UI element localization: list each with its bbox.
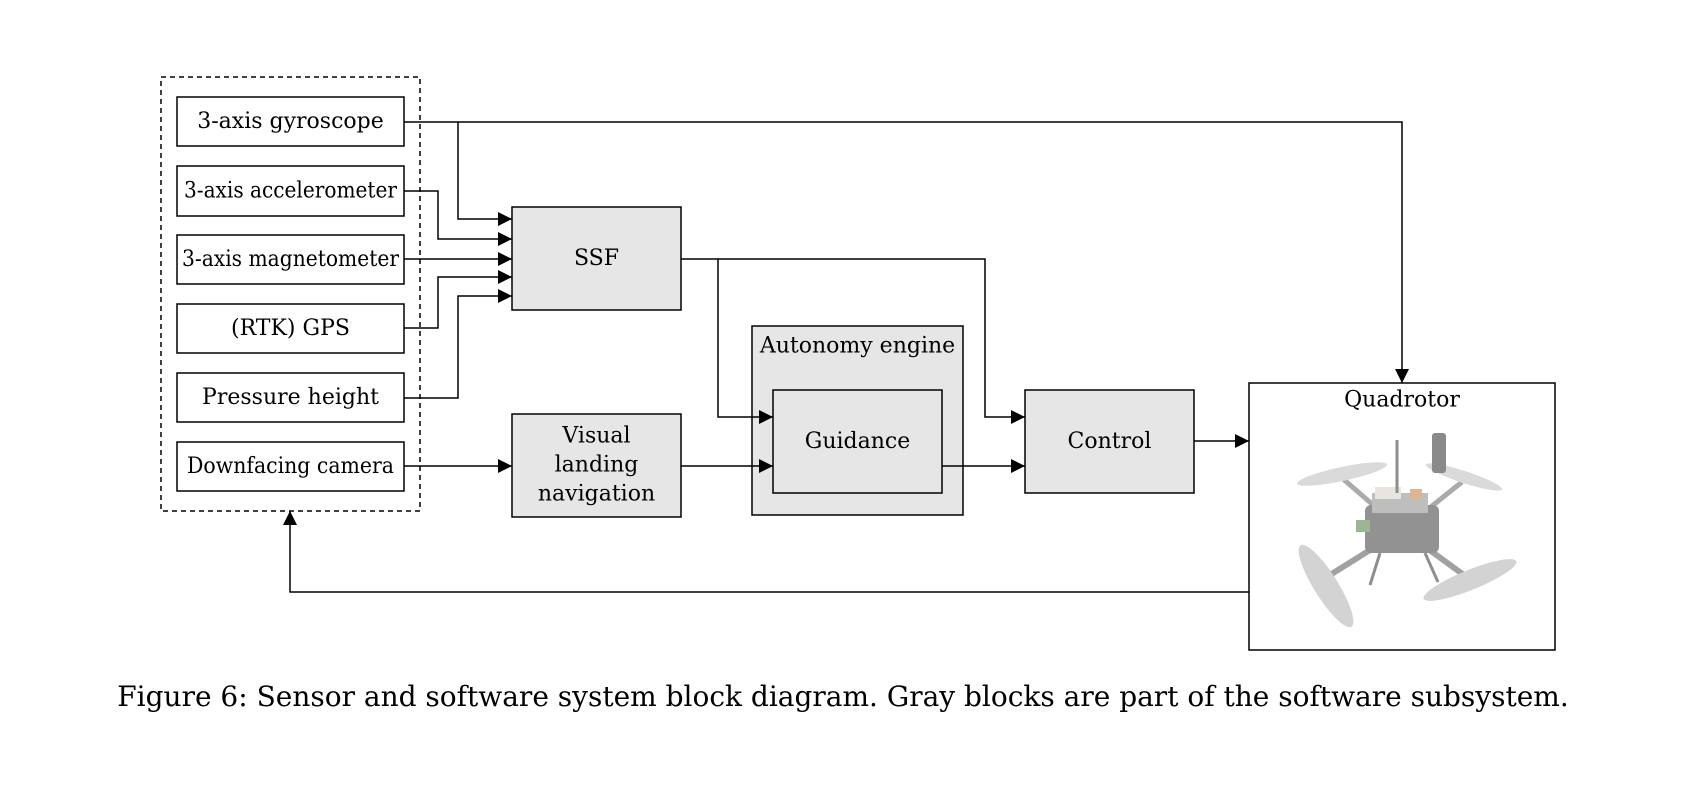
edge-gps-to-ssf <box>404 270 512 329</box>
visual-nav-line-2: landing <box>555 453 639 478</box>
sensor-gps: (RTK) GPS <box>176 303 405 354</box>
quadrotor-drone-illustration <box>1296 433 1517 628</box>
edge-ssf-to-guidance <box>681 258 773 424</box>
figure-caption: Figure 6: Sensor and software system blo… <box>117 680 1569 713</box>
quadrotor-label: Quadrotor <box>1344 388 1460 413</box>
sensor-accelerometer-label: 3-axis accelerometer <box>184 179 397 204</box>
edge-gyro-to-ssf <box>457 122 512 226</box>
sensor-gps-label: (RTK) GPS <box>231 316 350 341</box>
quadrotor-block: Quadrotor <box>1248 382 1556 651</box>
edge-gyro-to-quadrotor <box>404 121 1409 383</box>
edge-ssf-to-control <box>718 258 1025 424</box>
visual-nav-line-1: Visual <box>561 424 630 449</box>
sensor-gyroscope: 3-axis gyroscope <box>176 96 405 147</box>
sensor-magnetometer-label: 3-axis magnetometer <box>182 247 399 272</box>
ssf-block: SSF <box>511 206 682 311</box>
sensor-gyroscope-label: 3-axis gyroscope <box>197 109 384 134</box>
edge-accel-to-ssf <box>404 190 512 246</box>
edge-pressure-to-ssf <box>404 289 512 399</box>
sensor-pressure: Pressure height <box>176 372 405 423</box>
visual-landing-navigation-block: Visual landing navigation <box>511 413 682 518</box>
sensor-accelerometer: 3-axis accelerometer <box>176 165 405 217</box>
control-block: Control <box>1024 389 1195 494</box>
ssf-label: SSF <box>574 246 619 271</box>
edge-quadrotor-feedback-to-sensors <box>283 511 1249 593</box>
sensor-camera: Downfacing camera <box>176 441 405 492</box>
sensor-magnetometer: 3-axis magnetometer <box>176 234 405 285</box>
sensor-camera-label: Downfacing camera <box>187 454 394 479</box>
visual-nav-line-3: navigation <box>538 482 655 507</box>
guidance-block: Guidance <box>772 389 943 494</box>
sensor-pressure-label: Pressure height <box>202 385 379 410</box>
control-label: Control <box>1068 429 1152 454</box>
autonomy-engine-label: Autonomy engine <box>759 334 955 359</box>
guidance-label: Guidance <box>805 429 911 454</box>
